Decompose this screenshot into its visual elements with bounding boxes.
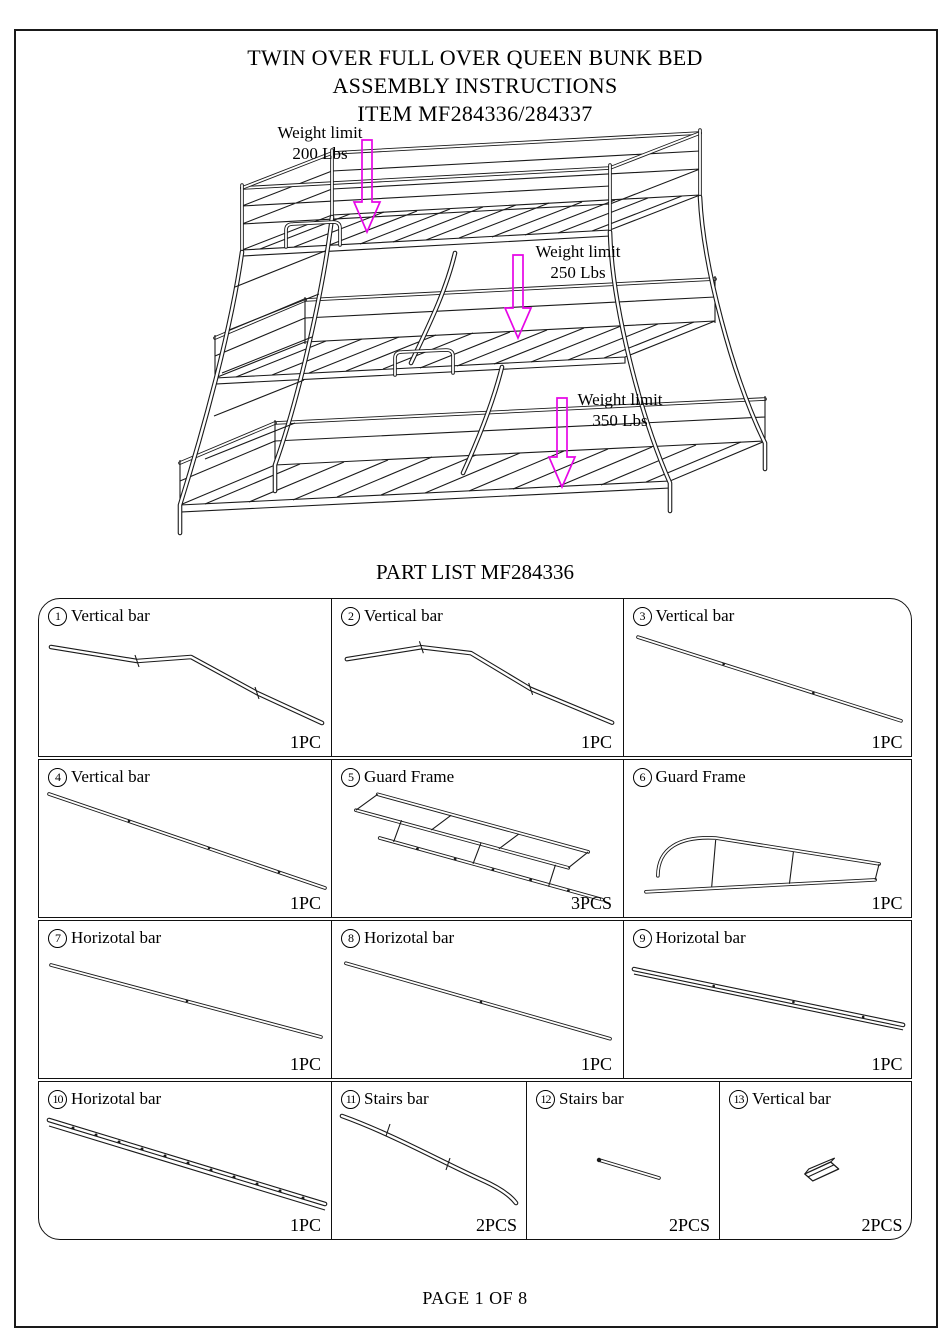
page-number: PAGE 1 OF 8 — [422, 1288, 528, 1308]
part-5-number: 5 — [341, 767, 360, 787]
part-7-qty: 1PC — [289, 1054, 321, 1074]
weight-limit-label-middle: Weight limit 250 Lbs — [535, 242, 621, 282]
part-13-number: 13 — [729, 1089, 748, 1109]
part-9-number: 9 — [632, 928, 652, 948]
part-11-label: Stairs bar — [364, 1089, 429, 1108]
part-12-qty: 2PCS — [668, 1215, 710, 1235]
part-10-drawing — [46, 1117, 328, 1211]
part-9-label: Horizotal bar — [655, 928, 746, 947]
part-9-qty: 1PC — [871, 1054, 903, 1074]
part-6-label: Guard Frame — [655, 767, 746, 786]
part-8-qty: 1PC — [580, 1054, 612, 1074]
part-8-number: 8 — [341, 928, 360, 948]
part-7-drawing — [49, 963, 323, 1039]
part-8-label: Horizotal bar — [364, 928, 455, 947]
part-1-number: 1 — [48, 606, 67, 626]
weight-limit-label-top: Weight limit 200 Lbs — [277, 123, 363, 163]
part-6-number: 6 — [632, 767, 652, 787]
part-4-number: 4 — [48, 767, 67, 787]
part-3-qty: 1PC — [871, 732, 903, 752]
part-9-drawing — [631, 966, 905, 1031]
part-4-qty: 1PC — [289, 893, 321, 913]
weight-limit-label-bottom: Weight limit 350 Lbs — [577, 390, 663, 430]
part-3-label: Vertical bar — [655, 606, 735, 625]
part-3-number: 3 — [632, 606, 652, 626]
title-line-1: TWIN OVER FULL OVER QUEEN BUNK BED — [247, 45, 703, 70]
part-5-drawing — [354, 792, 604, 902]
title-line-2: ASSEMBLY INSTRUCTIONS — [332, 73, 618, 98]
part-4-label: Vertical bar — [71, 767, 150, 786]
part-2-drawing — [344, 641, 615, 725]
part-12-label: Stairs bar — [559, 1089, 624, 1108]
part-2-qty: 1PC — [580, 732, 612, 752]
part-6-qty: 1PC — [871, 893, 903, 913]
part-1-label: Vertical bar — [71, 606, 150, 625]
part-11-number: 11 — [341, 1089, 360, 1109]
document-title: TWIN OVER FULL OVER QUEEN BUNK BED ASSEM… — [0, 44, 950, 128]
part-7-label: Horizotal bar — [71, 928, 162, 947]
part-10-qty: 1PC — [289, 1215, 321, 1235]
title-line-3: ITEM MF284336/284337 — [357, 101, 593, 126]
part-13-drawing — [804, 1157, 840, 1182]
part-4-drawing — [47, 792, 327, 890]
part-11-qty: 2PCS — [475, 1215, 517, 1235]
bunk-bed-diagram — [177, 128, 768, 536]
part-list-title: PART LIST MF284336 — [376, 560, 574, 584]
part-5-qty: 3PCS — [570, 893, 612, 913]
part-6-drawing — [643, 836, 881, 894]
part-12-drawing — [596, 1157, 661, 1180]
part-11-drawing — [339, 1113, 519, 1206]
part-1-drawing — [48, 644, 325, 726]
part-13-label: Vertical bar — [752, 1089, 831, 1108]
part-10-number: 10 — [48, 1089, 67, 1109]
part-7-number: 7 — [48, 928, 67, 948]
part-1-qty: 1PC — [289, 732, 321, 752]
part-13-qty: 2PCS — [861, 1215, 903, 1235]
part-3-drawing — [635, 635, 903, 723]
part-8-drawing — [344, 961, 612, 1041]
part-12-number: 12 — [536, 1089, 555, 1109]
part-2-number: 2 — [341, 606, 360, 626]
part-5-label: Guard Frame — [364, 767, 455, 786]
part-10-label: Horizotal bar — [71, 1089, 162, 1108]
part-2-label: Vertical bar — [364, 606, 443, 625]
weight-limit-arrows — [352, 139, 577, 490]
